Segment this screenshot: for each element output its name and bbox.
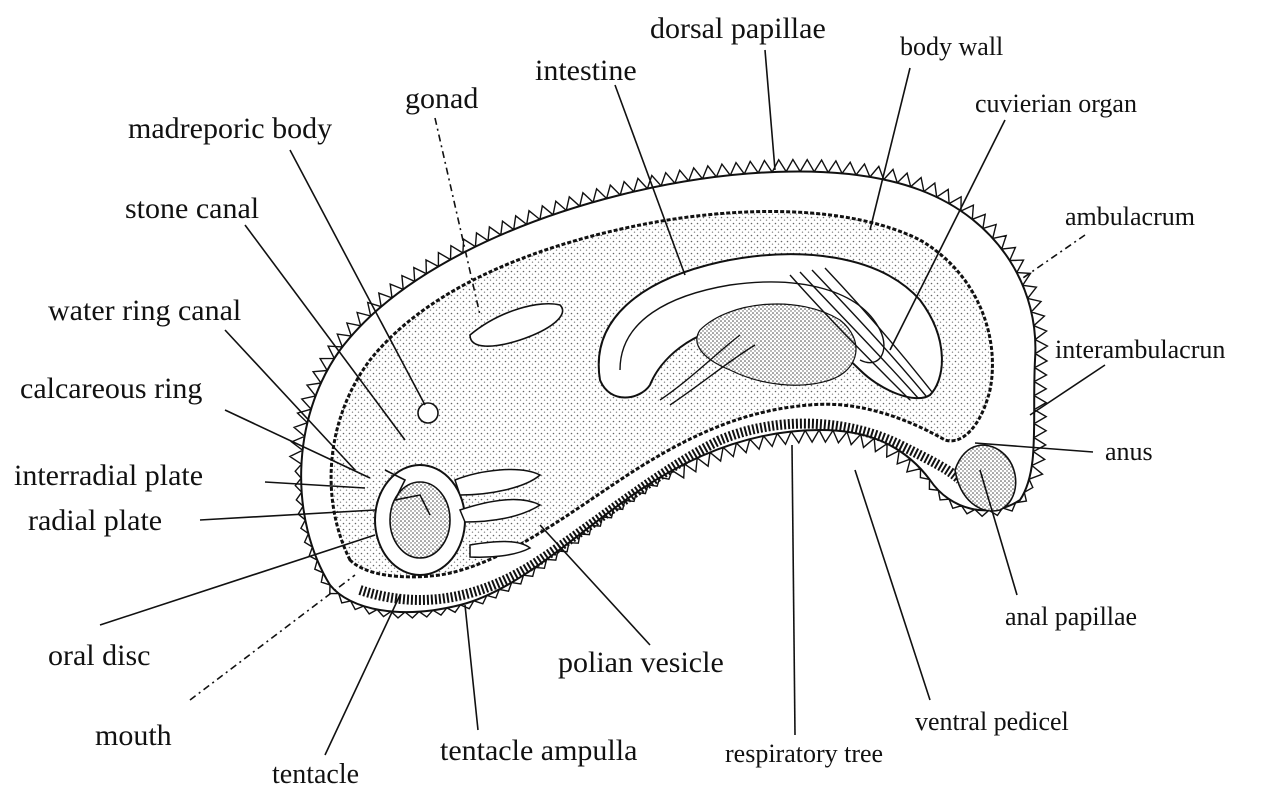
leader-polian-vesicle (540, 525, 650, 645)
label-cuvierian-organ: cuvierian organ (975, 89, 1137, 118)
label-dorsal-papillae: dorsal papillae (650, 12, 826, 45)
leader-ventral-pedicel (855, 470, 930, 700)
label-water-ring-canal: water ring canal (48, 294, 241, 327)
label-tentacle-ampulla: tentacle ampulla (440, 734, 637, 767)
label-radial-plate: radial plate (28, 504, 162, 537)
leader-dorsal-papillae (765, 50, 775, 170)
label-madreporic-body: madreporic body (128, 112, 332, 145)
label-tentacle: tentacle (272, 759, 359, 790)
label-ventral-pedicel: ventral pedicel (915, 707, 1069, 736)
leader-mouth (190, 575, 355, 700)
label-body-wall: body wall (900, 32, 1003, 61)
label-gonad: gonad (405, 82, 478, 115)
label-mouth: mouth (95, 719, 172, 752)
label-anal-papillae: anal papillae (1005, 602, 1137, 631)
label-polian-vesicle: polian vesicle (558, 646, 724, 679)
label-respiratory-tree: respiratory tree (725, 739, 883, 768)
label-oral-disc: oral disc (48, 639, 150, 672)
label-calcareous-ring: calcareous ring (20, 372, 202, 405)
leader-respiratory-tree (792, 445, 795, 735)
label-ambulacrum: ambulacrum (1065, 202, 1195, 231)
leader-tentacle (325, 595, 400, 755)
body-illustration (290, 160, 1048, 618)
label-interradial-plate: interradial plate (14, 459, 203, 492)
label-intestine: intestine (535, 54, 637, 87)
label-stone-canal: stone canal (125, 192, 259, 225)
leader-tentacle-ampulla (465, 605, 478, 730)
label-anus: anus (1105, 437, 1153, 466)
label-interambulacrum: interambulacrun (1055, 335, 1225, 364)
